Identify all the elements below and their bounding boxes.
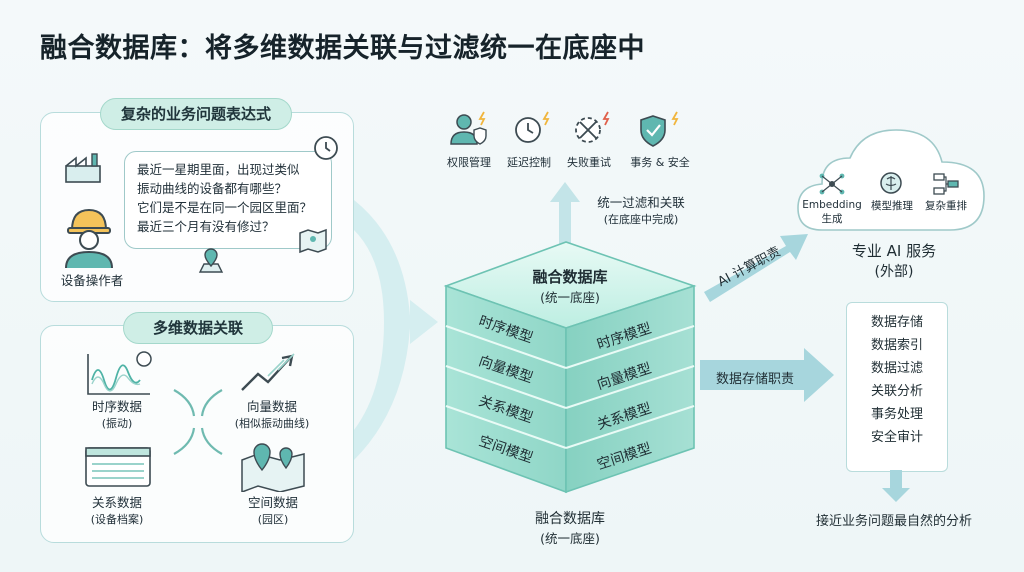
- vector-label: 向量数据 (相似振动曲线): [216, 398, 328, 432]
- storage-item-5: 事务处理: [870, 407, 923, 422]
- business-question-header: 复杂的业务问题表达式: [100, 98, 292, 130]
- storage-item-4: 关联分析: [870, 384, 923, 399]
- flow-arrow-to-cube: [354, 200, 438, 460]
- cube-top-title-text: 融合数据库: [532, 268, 608, 286]
- storage-list: 数据存储 数据索引 数据过滤 关联分析 事务处理 安全审计: [846, 302, 948, 472]
- timeseries-label: 时序数据 (振动): [72, 398, 162, 432]
- ai-item-embedding: Embedding 生成: [798, 198, 866, 226]
- clock-icon: [515, 111, 550, 143]
- spatial-sub: (园区): [257, 513, 289, 526]
- relational-name: 关系数据: [91, 495, 142, 510]
- operator-label: 设备操作者: [60, 273, 124, 288]
- ai-item-embedding-label: Embedding: [802, 199, 862, 211]
- filter-label-line1: 统一过滤和关联: [597, 195, 685, 210]
- relational-label: 关系数据 (设备档案): [72, 494, 162, 528]
- down-arrow: [882, 470, 910, 502]
- capability-retry: 失败重试: [560, 110, 618, 171]
- ai-arrow: [704, 234, 808, 302]
- storage-item-2: 数据索引: [870, 338, 923, 353]
- multi-data-header: 多维数据关联: [123, 312, 273, 344]
- retry-icon: [575, 111, 610, 143]
- user-shield-icon: [450, 111, 487, 145]
- cube-bottom-title-text: 融合数据库: [535, 511, 605, 527]
- map-icon: [299, 228, 327, 254]
- ai-service-title-text: 专业 AI 服务: [851, 242, 937, 260]
- capability-transaction: 事务 & 安全: [620, 110, 700, 171]
- clock-icon: [314, 136, 338, 160]
- capability-latency: 延迟控制: [500, 110, 558, 171]
- relational-icon: [85, 447, 151, 487]
- relational-sub: (设备档案): [90, 513, 144, 526]
- vector-sub: (相似振动曲线): [234, 417, 310, 430]
- spatial-name: 空间数据: [247, 495, 298, 510]
- ai-service-title: 专业 AI 服务 (外部): [836, 240, 952, 281]
- capability-permission: 权限管理: [440, 110, 498, 171]
- timeseries-icon: [87, 351, 152, 395]
- operator-icon: [65, 208, 113, 268]
- ai-item-rerank-label: 复杂重排: [925, 200, 967, 212]
- ai-item-inference-label: 模型推理: [871, 200, 913, 212]
- fusion-database-cube: [443, 241, 697, 494]
- cube-top-sub: (统一底座): [540, 290, 600, 305]
- storage-footer: 接近业务问题最自然的分析: [816, 514, 973, 529]
- capability-permission-label: 权限管理: [447, 156, 491, 169]
- factory-icon: [65, 153, 101, 183]
- up-arrow: [550, 182, 580, 248]
- cube-bottom-title: 融合数据库 (统一底座): [510, 508, 630, 547]
- storage-item-3: 数据过滤: [870, 361, 923, 376]
- brain-icon: [880, 172, 902, 194]
- cube-top-title: 融合数据库 (统一底座): [510, 266, 630, 306]
- ai-item-embedding-label2: 生成: [821, 213, 843, 225]
- question-bubble: 最近一星期里面，出现过类似 振动曲线的设备都有哪些？ 它们是不是在同一个园区里面…: [124, 151, 332, 249]
- spatial-label: 空间数据 (园区): [228, 494, 318, 528]
- ai-service-sub: (外部): [874, 264, 914, 280]
- converging-arrows: [173, 389, 223, 455]
- spatial-icon: [241, 443, 305, 492]
- cube-bottom-sub: (统一底座): [540, 531, 600, 546]
- capability-transaction-label: 事务 & 安全: [630, 156, 690, 169]
- question-line-3: 它们是不是在同一个园区里面？: [137, 200, 313, 215]
- location-pin-icon: [198, 248, 224, 273]
- shield-check-icon: [640, 111, 679, 147]
- vector-icon: [241, 353, 295, 391]
- vector-name: 向量数据: [246, 399, 297, 414]
- timeseries-name: 时序数据: [91, 399, 142, 414]
- question-line-2: 振动曲线的设备都有哪些？: [137, 181, 288, 196]
- capability-latency-label: 延迟控制: [507, 156, 551, 169]
- capability-retry-label: 失败重试: [567, 156, 611, 169]
- storage-arrow: [700, 348, 834, 402]
- filter-label: 统一过滤和关联 (在底座中完成): [586, 194, 696, 228]
- filter-label-line2: (在底座中完成): [603, 213, 679, 226]
- storage-item-1: 数据存储: [870, 315, 923, 330]
- page-title: 融合数据库：将多维数据关联与过滤统一在底座中: [40, 33, 645, 64]
- network-icon: [819, 173, 845, 195]
- storage-item-6: 安全审计: [870, 430, 923, 445]
- question-line-1: 最近一星期里面，出现过类似: [137, 162, 300, 177]
- storage-arrow-label: 数据存储职责: [716, 372, 795, 387]
- flow-icon: [933, 173, 959, 195]
- question-line-4: 最近三个月有没有修过？: [137, 219, 275, 234]
- timeseries-sub: (振动): [101, 417, 133, 430]
